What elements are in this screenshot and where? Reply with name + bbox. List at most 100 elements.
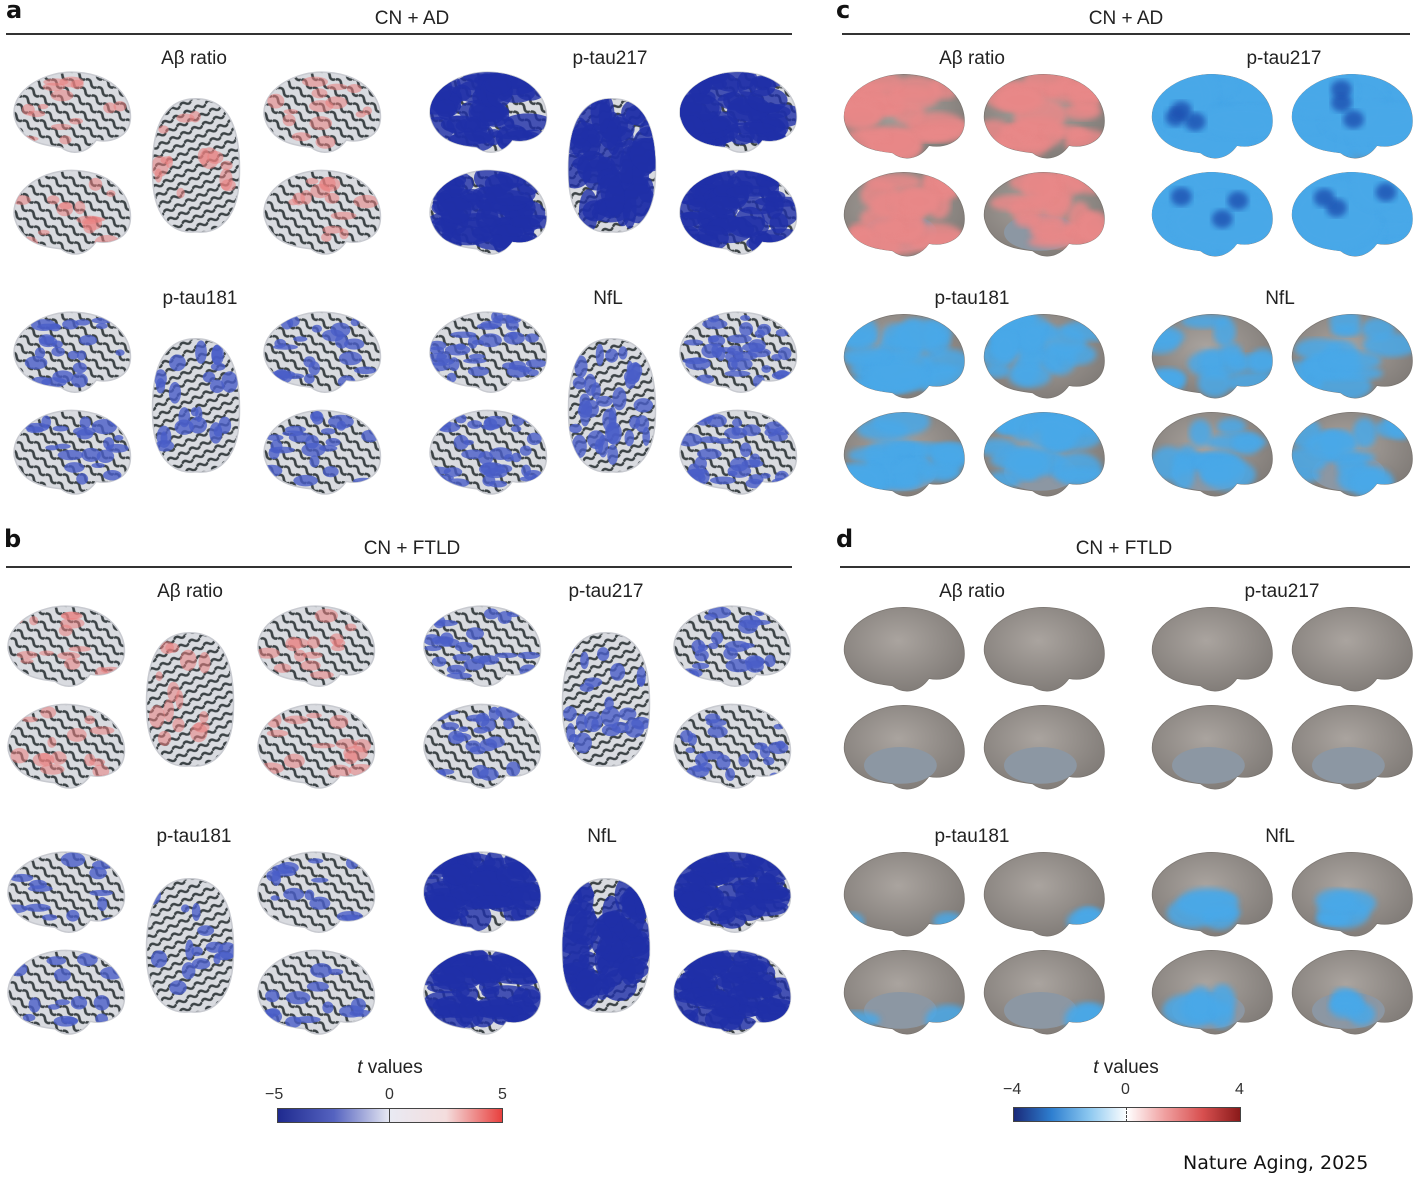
brain-lateral-left <box>7 949 126 1035</box>
brain-medial-right <box>1292 950 1413 1035</box>
brain-medial-left <box>423 851 542 933</box>
brain-dorsal <box>145 632 235 767</box>
brain-dorsal <box>567 98 657 233</box>
panel-b-letter: b <box>4 525 22 553</box>
panel-c-letter: c <box>836 0 851 24</box>
brain-medial-right <box>257 851 376 933</box>
brain-lateral-left <box>844 314 965 399</box>
panel-a-rule <box>6 33 792 35</box>
brain-medial-left <box>423 605 542 687</box>
brain-lateral-right <box>257 949 376 1035</box>
colorbar-ab <box>277 1108 503 1123</box>
brain-lateral-left <box>13 409 132 495</box>
brain-lateral-right <box>984 607 1105 692</box>
brain-lateral-left <box>1152 852 1273 937</box>
brain-lateral-right <box>1292 852 1413 937</box>
legend-ab-min: −5 <box>265 1086 284 1103</box>
subplot-title: NfL <box>593 288 623 309</box>
legend-cd-title-rest: values <box>1098 1057 1159 1078</box>
brain-medial-left <box>7 851 126 933</box>
panel-b-title: CN + FTLD <box>363 538 461 559</box>
brain-medial-left <box>1152 950 1273 1035</box>
brain-medial-right <box>263 311 382 393</box>
brain-medial-right <box>679 71 798 153</box>
brain-medial-right <box>984 412 1105 497</box>
brain-lateral-right <box>1292 607 1413 692</box>
subplot-title: p-tau217 <box>1244 581 1320 602</box>
colorbar-cd <box>1013 1107 1241 1122</box>
legend-ab-title-italic: t <box>357 1057 363 1078</box>
brain-dorsal <box>567 338 657 473</box>
brain-medial-left <box>844 950 965 1035</box>
panel-d-letter: d <box>836 525 854 553</box>
brain-lateral-left <box>844 852 965 937</box>
panel-c-title: CN + AD <box>1088 8 1164 29</box>
brain-medial-left <box>844 172 965 257</box>
panel-d-title: CN + FTLD <box>1075 538 1173 559</box>
subplot-title: Aβ ratio <box>161 48 227 69</box>
brain-lateral-right <box>984 314 1105 399</box>
legend-cd-title: t values <box>1026 1057 1226 1079</box>
legend-ab-title-rest: values <box>362 1057 423 1078</box>
brain-lateral-left <box>423 703 542 789</box>
panel-c-rule <box>842 33 1410 35</box>
colorbar-ab-zero-tick <box>389 1108 390 1123</box>
subplot-title: p-tau217 <box>572 48 648 69</box>
subplot-title: p-tau217 <box>1246 48 1322 69</box>
brain-lateral-left <box>1152 607 1273 692</box>
brain-medial-right <box>984 705 1105 790</box>
panel-a-title: CN + AD <box>374 8 450 29</box>
legend-cd-mid: 0 <box>1121 1081 1130 1098</box>
legend-cd-title-italic: t <box>1093 1057 1099 1078</box>
legend-ab-mid: 0 <box>385 1086 394 1103</box>
panel-a-letter: a <box>6 0 23 24</box>
brain-lateral-left <box>844 607 965 692</box>
panel-b-rule <box>6 566 792 568</box>
brain-lateral-left <box>844 74 965 159</box>
brain-lateral-right <box>257 703 376 789</box>
brain-medial-left <box>13 71 132 153</box>
subplot-title: Aβ ratio <box>157 581 223 602</box>
brain-dorsal <box>151 98 241 233</box>
subplot-title: Aβ ratio <box>939 581 1005 602</box>
brain-medial-right <box>679 311 798 393</box>
subplot-title: NfL <box>1265 826 1295 847</box>
brain-lateral-right <box>673 949 792 1035</box>
figure-credit: Nature Aging, 2025 <box>1183 1152 1369 1174</box>
brain-medial-left <box>1152 172 1273 257</box>
subplot-title: Aβ ratio <box>939 48 1005 69</box>
brain-lateral-left <box>13 169 132 255</box>
brain-medial-right <box>984 950 1105 1035</box>
brain-lateral-right <box>984 74 1105 159</box>
brain-lateral-right <box>679 169 798 255</box>
brain-lateral-right <box>679 409 798 495</box>
brain-medial-right <box>257 605 376 687</box>
subplot-title: p-tau181 <box>934 288 1010 309</box>
brain-dorsal <box>561 878 651 1013</box>
brain-dorsal <box>561 632 651 767</box>
brain-medial-right <box>984 172 1105 257</box>
brain-medial-right <box>673 605 792 687</box>
colorbar-cd-zero-tick <box>1126 1107 1128 1122</box>
brain-medial-left <box>844 705 965 790</box>
brain-medial-right <box>1292 705 1413 790</box>
brain-medial-right <box>673 851 792 933</box>
legend-ab-max: 5 <box>498 1086 507 1103</box>
subplot-title: p-tau217 <box>568 581 644 602</box>
subplot-title: p-tau181 <box>162 288 238 309</box>
brain-medial-right <box>1292 412 1413 497</box>
subplot-title: p-tau181 <box>156 826 232 847</box>
brain-medial-left <box>429 311 548 393</box>
subplot-title: NfL <box>587 826 617 847</box>
brain-lateral-right <box>1292 74 1413 159</box>
legend-cd-max: 4 <box>1235 1081 1244 1098</box>
brain-medial-left <box>1152 705 1273 790</box>
brain-lateral-left <box>429 409 548 495</box>
brain-lateral-left <box>1152 314 1273 399</box>
brain-medial-left <box>7 605 126 687</box>
brain-medial-right <box>263 71 382 153</box>
panel-d-rule <box>840 566 1410 568</box>
brain-medial-left <box>13 311 132 393</box>
legend-ab-title: t values <box>290 1057 490 1079</box>
brain-dorsal <box>151 338 241 473</box>
